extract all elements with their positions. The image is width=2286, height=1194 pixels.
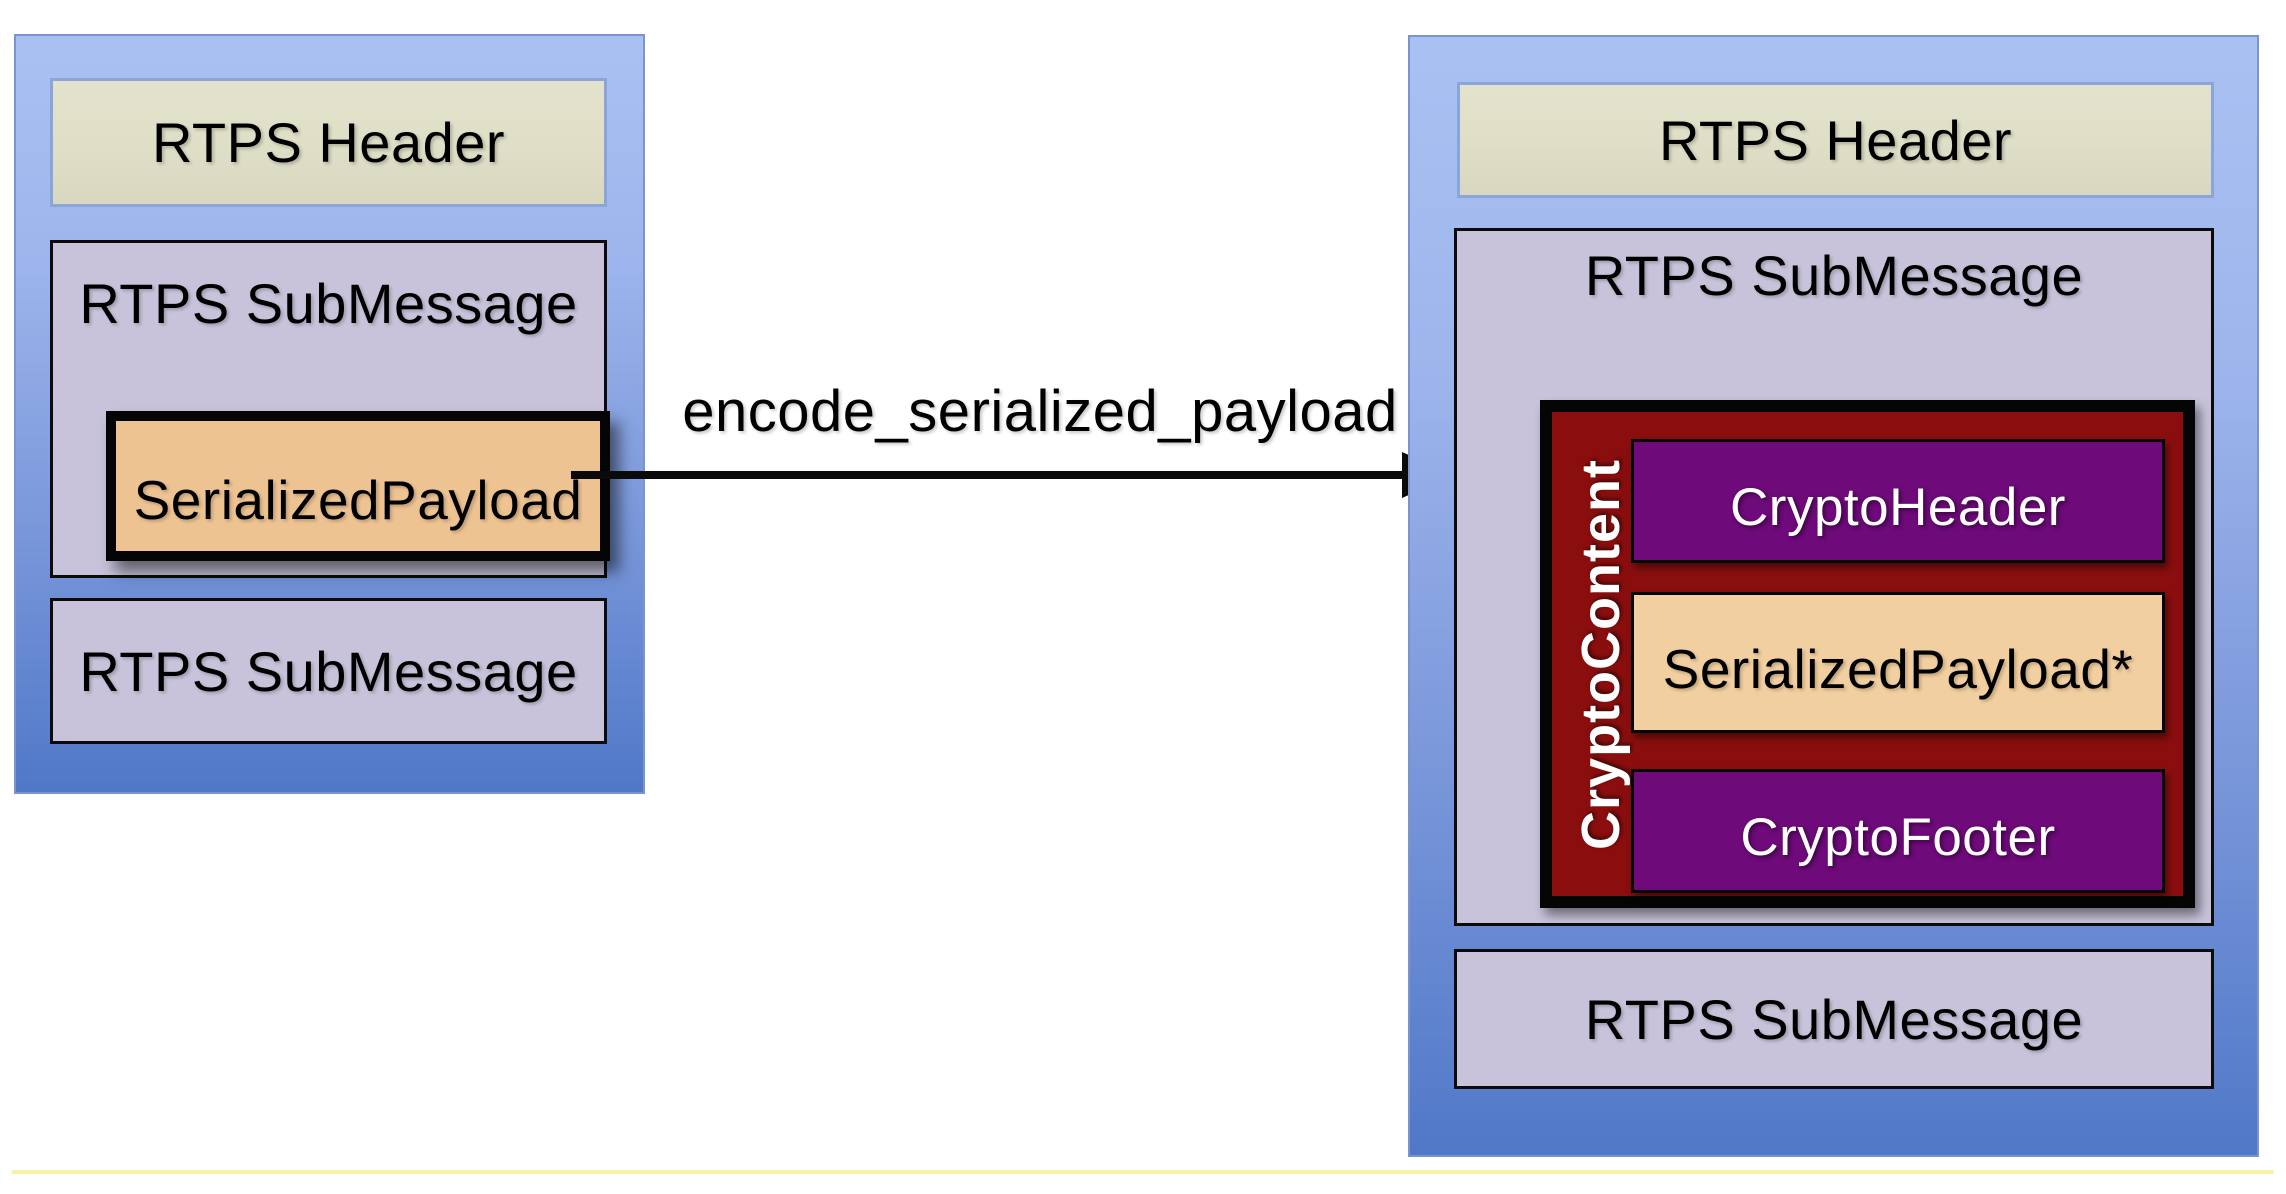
- crypto-header-label: CryptoHeader: [1730, 477, 2066, 537]
- crypto-content-box: CryptoContent CryptoHeader SerializedPay…: [1540, 400, 2195, 908]
- right-rtps-submessage-2-box: RTPS SubMessage: [1454, 949, 2214, 1089]
- left-rtps-submessage-2-box: RTPS SubMessage: [50, 598, 607, 744]
- right-rtps-submessage-1-box: RTPS SubMessage CryptoContent CryptoHead…: [1454, 228, 2214, 926]
- arrow-line: [571, 471, 1405, 479]
- right-rtps-header-box: RTPS Header: [1457, 82, 2214, 198]
- left-rtps-header-label: RTPS Header: [151, 111, 506, 174]
- left-rtps-submessage-1-box: RTPS SubMessage SerializedPayload: [50, 240, 610, 578]
- right-rtps-header-label: RTPS Header: [1658, 108, 2013, 172]
- left-rtps-submessage-1-label: RTPS SubMessage: [79, 272, 578, 335]
- left-rtps-submessage-2-label: RTPS SubMessage: [79, 639, 578, 703]
- serialized-payload-box: SerializedPayload: [106, 411, 610, 561]
- encode-serialized-payload-label: encode_serialized_payload: [682, 379, 1398, 444]
- encoded-serialized-payload-box: SerializedPayload*: [1631, 592, 2165, 733]
- right-rtps-submessage-1-label: RTPS SubMessage: [1584, 244, 2084, 307]
- plain-rtps-message-block: RTPS Header RTPS SubMessage SerializedPa…: [14, 34, 645, 794]
- serialized-payload-label: SerializedPayload: [133, 469, 583, 531]
- encoded-serialized-payload-label: SerializedPayload*: [1662, 637, 2134, 700]
- bottom-accent-line: [12, 1170, 2274, 1174]
- crypto-header-box: CryptoHeader: [1631, 439, 2165, 563]
- crypto-footer-box: CryptoFooter: [1631, 769, 2165, 893]
- left-rtps-header-box: RTPS Header: [50, 78, 607, 207]
- right-rtps-submessage-2-label: RTPS SubMessage: [1584, 987, 2084, 1051]
- secured-rtps-message-block: RTPS Header RTPS SubMessage CryptoConten…: [1408, 35, 2259, 1157]
- crypto-footer-label: CryptoFooter: [1740, 807, 2056, 867]
- crypto-content-label: CryptoContent: [1571, 458, 1631, 850]
